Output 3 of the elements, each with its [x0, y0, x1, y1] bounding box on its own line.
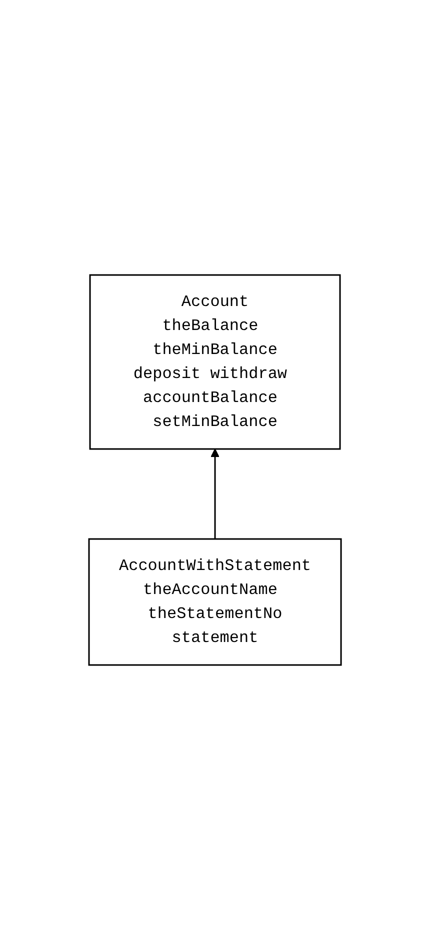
arrow	[211, 448, 220, 539]
node-box: Account theBalance theMinBalance deposit withdraw accountBalance setMinBalance	[90, 274, 342, 450]
node-box: AccountWithStatement theAccountName theStatementNo statement	[88, 538, 342, 666]
